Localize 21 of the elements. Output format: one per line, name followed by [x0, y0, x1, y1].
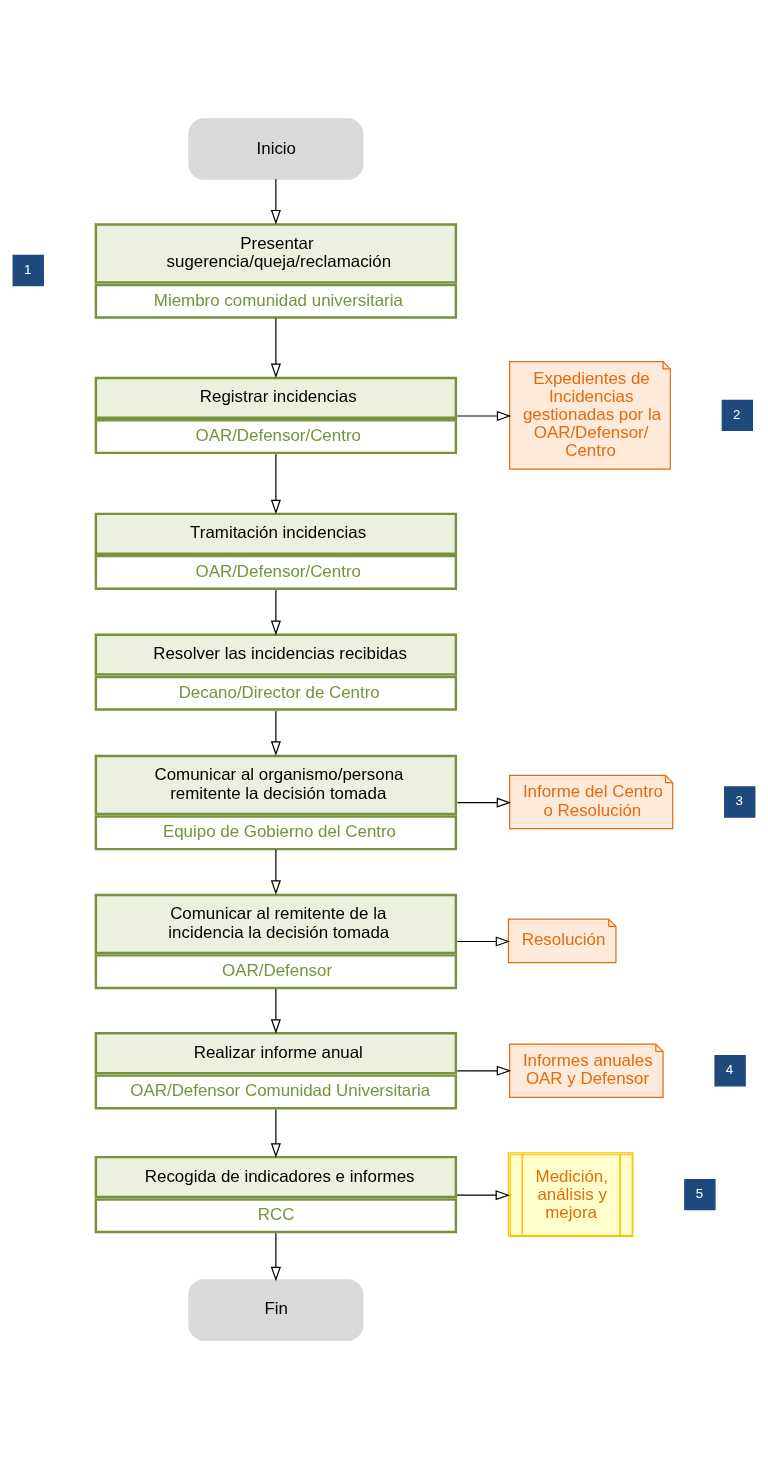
- arrow: [270, 1232, 281, 1282]
- arrow: [456, 936, 511, 947]
- arrow: [270, 453, 281, 515]
- node-box: Fin: [188, 1279, 364, 1341]
- node-box: 5: [684, 1178, 716, 1211]
- arrow: [270, 317, 281, 379]
- arrow: [456, 797, 512, 808]
- node-box: Inicio: [188, 118, 364, 180]
- arrow: [270, 1109, 281, 1158]
- arrow: [456, 1065, 512, 1076]
- node-box: 4: [714, 1055, 746, 1087]
- arrow: [270, 849, 281, 895]
- node-box: 3: [724, 786, 756, 818]
- arrow: [270, 589, 281, 636]
- arrow: [456, 1190, 511, 1201]
- arrow: [456, 410, 512, 422]
- arrow: [270, 178, 281, 225]
- node-box: 1: [12, 254, 44, 287]
- node-box: 2: [721, 399, 754, 432]
- arrow: [270, 988, 281, 1034]
- arrow: [270, 710, 281, 756]
